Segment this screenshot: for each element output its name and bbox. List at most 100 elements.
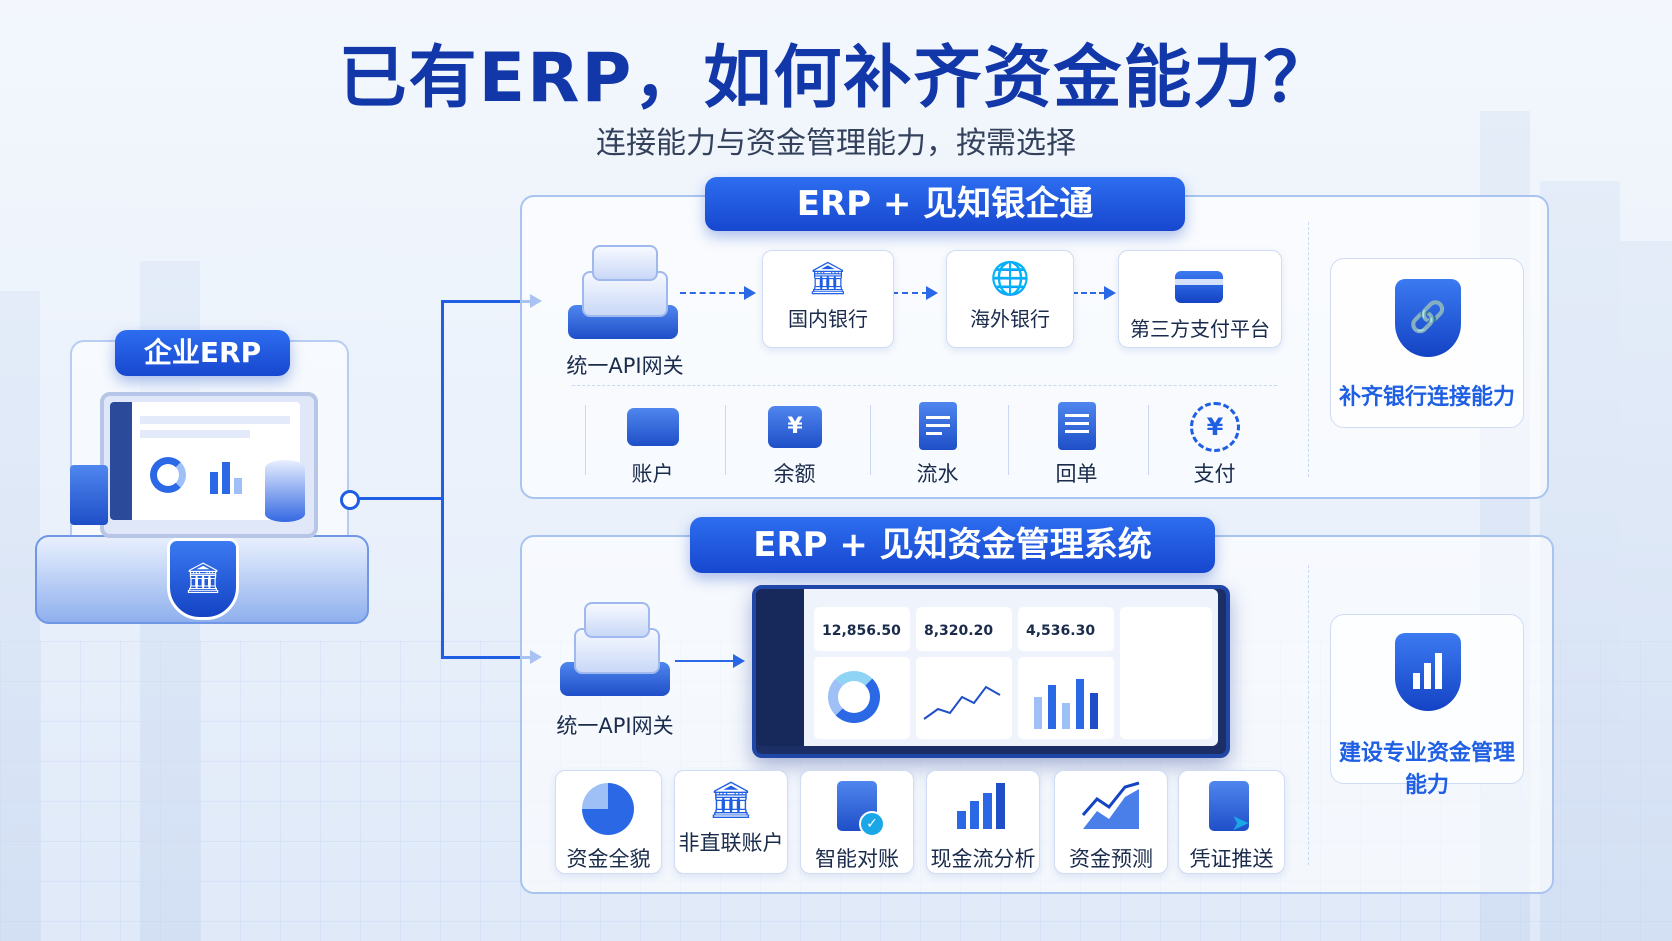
channel-label: 海外银行 xyxy=(970,307,1050,331)
receipt-line xyxy=(1065,422,1089,425)
kpi-value: 12,856.50 xyxy=(822,623,901,639)
feature-separator xyxy=(1008,405,1009,475)
feature-label: 资金全貌 xyxy=(566,847,651,871)
feature-balance: ¥ 余额 xyxy=(742,400,847,488)
bar xyxy=(1062,703,1070,729)
screen-line xyxy=(140,416,290,424)
send-icon: ➤ xyxy=(1231,811,1250,836)
feature-statement: 流水 xyxy=(885,400,990,488)
gateway-server xyxy=(584,602,650,638)
feature-label: 智能对账 xyxy=(815,847,899,871)
statement-icon xyxy=(919,402,957,450)
domestic-to-overseas-line xyxy=(892,292,928,294)
feature-label: 资金预测 xyxy=(1069,847,1153,871)
check-icon: ✓ xyxy=(859,811,885,837)
receipt-line xyxy=(1065,430,1089,433)
wallet-icon: ¥ xyxy=(768,406,822,448)
feature-label: 支付 xyxy=(1193,462,1236,486)
feature-label: 余额 xyxy=(773,462,816,486)
channel-card-third-party-payment: 第三方支付平台 xyxy=(1118,250,1282,348)
section1-ribbon: ERP + 见知银企通 xyxy=(705,177,1185,231)
bar xyxy=(1076,679,1084,729)
section1-gateway xyxy=(568,243,678,343)
bar xyxy=(1034,697,1042,729)
arrow-icon xyxy=(926,286,938,300)
channel-label: 第三方支付平台 xyxy=(1130,317,1270,341)
bar-trend-icon-bar xyxy=(996,783,1005,829)
feature-label: 凭证推送 xyxy=(1189,847,1274,871)
feature-label: 现金流分析 xyxy=(930,847,1036,871)
section2-ribbon: ERP + 见知资金管理系统 xyxy=(690,517,1215,573)
erp-bank-shield-icon: 🏛 xyxy=(167,538,239,620)
screen-bar xyxy=(222,462,230,494)
section1-vertical-divider xyxy=(1308,222,1309,477)
donut-chart xyxy=(828,671,880,723)
channel-card-domestic-bank: 🏛 国内银行 xyxy=(762,250,894,348)
globe-icon: 🌐 xyxy=(990,259,1030,297)
branch-bottom-line xyxy=(441,656,531,659)
receipt-icon xyxy=(1058,402,1096,450)
capability-label: 补齐银行连接能力 xyxy=(1338,385,1515,410)
background-building xyxy=(0,291,40,941)
screen-sidebar xyxy=(110,402,132,520)
feature-label: 账户 xyxy=(631,462,674,486)
page-title: 已有ERP，如何补齐资金能力？ xyxy=(338,39,1334,118)
bar-trend-icon-bar xyxy=(983,793,992,829)
shield-bar xyxy=(1424,663,1431,689)
card-stripe xyxy=(1175,279,1223,285)
bar xyxy=(1090,693,1098,729)
feature-separator xyxy=(870,405,871,475)
statement-line xyxy=(926,416,950,419)
feature-label: 流水 xyxy=(916,462,959,486)
doc-send-icon: ➤ xyxy=(1209,781,1249,836)
dashboard-list-panel xyxy=(1120,607,1212,739)
page-subtitle: 连接能力与资金管理能力，按需选择 xyxy=(596,126,1076,161)
receipt-line xyxy=(1065,414,1089,417)
feature-smart-reconciliation: ✓ 智能对账 xyxy=(800,770,914,874)
feature-account: 账户 xyxy=(600,400,705,488)
arrow-icon xyxy=(1104,286,1116,300)
bank-x-icon: 🏛 xyxy=(708,780,754,821)
card-icon xyxy=(1175,271,1223,303)
section2-gateway-label: 统一API网关 xyxy=(556,714,674,738)
erp-database xyxy=(265,460,305,522)
erp-label: 企业ERP xyxy=(115,330,290,376)
feature-label: 回单 xyxy=(1055,462,1098,486)
dashboard-bar-panel xyxy=(1018,657,1114,739)
section2-vertical-divider xyxy=(1308,565,1309,865)
kpi-card: 8,320.20 xyxy=(916,607,1012,651)
gateway-to-dashboard-line xyxy=(675,660,735,662)
erp-connector-line xyxy=(357,497,443,500)
overseas-to-thirdparty-line xyxy=(1072,292,1105,294)
kpi-value: 4,536.30 xyxy=(1026,623,1096,639)
feature-non-direct-account: 🏛 非直联账户 xyxy=(674,770,788,874)
shield-bar xyxy=(1435,653,1442,689)
feature-separator xyxy=(585,405,586,475)
bank-icon: 🏛 xyxy=(807,259,849,297)
feature-separator xyxy=(1148,405,1149,475)
kpi-card: 12,856.50 xyxy=(814,607,910,651)
dashboard-donut-panel xyxy=(814,657,910,739)
gateway-server xyxy=(592,245,658,281)
screen-bar xyxy=(234,478,242,494)
statement-line xyxy=(926,432,942,435)
clipboard-check-icon: ✓ xyxy=(837,781,885,837)
arrow-icon xyxy=(744,286,756,300)
yen-exchange-icon: ¥ xyxy=(1190,402,1240,452)
kpi-card: 4,536.30 xyxy=(1018,607,1114,651)
screen-bar xyxy=(210,472,218,494)
pie-icon xyxy=(582,783,634,835)
feature-separator xyxy=(725,405,726,475)
erp-block: 企业ERP 🏛 xyxy=(30,330,370,660)
area-trend-icon xyxy=(1081,781,1140,829)
feature-receipt: 回单 xyxy=(1024,400,1129,488)
feature-cashflow-analysis: 现金流分析 xyxy=(926,770,1040,874)
capability-label: 建设专业资金管理能力 xyxy=(1338,741,1515,798)
bar-trend-icon xyxy=(957,811,966,829)
channel-card-overseas-bank: 🌐 海外银行 xyxy=(946,250,1074,348)
dashboard-sidebar xyxy=(756,589,804,746)
arrow-icon xyxy=(733,654,745,668)
channel-label: 国内银行 xyxy=(788,307,868,331)
screen-line xyxy=(140,430,250,438)
account-card-icon xyxy=(627,408,679,446)
